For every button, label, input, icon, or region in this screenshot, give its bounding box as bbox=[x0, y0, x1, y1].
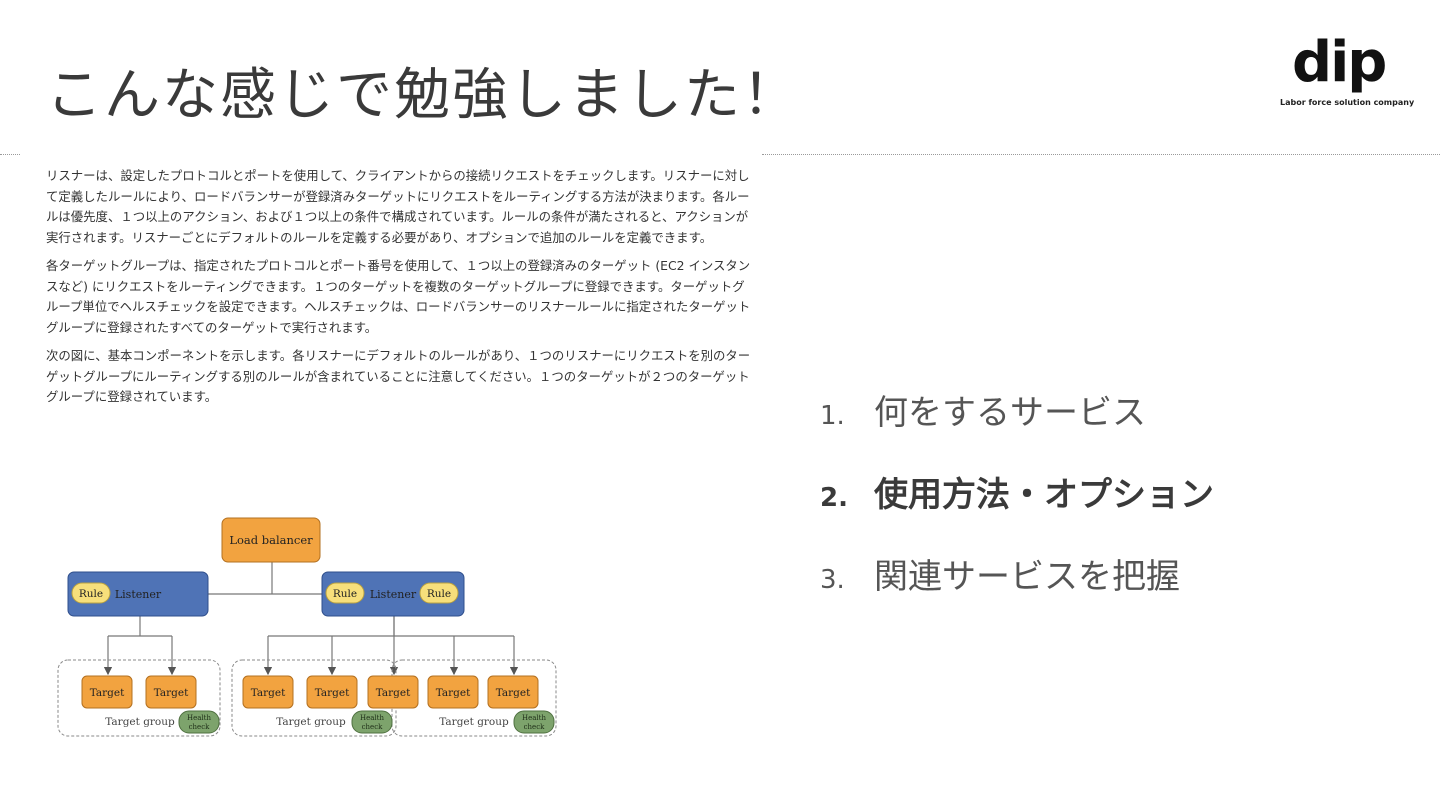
logo-tagline: Labor force solution company bbox=[1280, 98, 1415, 107]
target-group-label: Target group bbox=[105, 716, 175, 728]
svg-text:check: check bbox=[524, 723, 545, 731]
svg-text:Target: Target bbox=[315, 687, 350, 699]
target-node-shared: Target bbox=[367, 675, 419, 709]
agenda-label: 使用方法・オプション bbox=[874, 475, 1214, 515]
listener-right: Rule Listener Rule bbox=[321, 571, 465, 617]
svg-text:Health: Health bbox=[360, 714, 384, 722]
title-divider-left bbox=[0, 154, 20, 155]
svg-text:Target: Target bbox=[154, 687, 189, 699]
target-node: Target bbox=[242, 675, 294, 709]
svg-text:Target: Target bbox=[496, 687, 531, 699]
slide-title: こんな感じで勉強しました！ bbox=[46, 63, 800, 128]
target-group-3-footer: Target group Health check bbox=[439, 710, 555, 734]
agenda-item-service-overview: 1. 何をするサービス bbox=[820, 385, 1214, 467]
title-divider-right bbox=[762, 154, 1440, 155]
target-node: Target bbox=[306, 675, 358, 709]
target-node: Target bbox=[487, 675, 539, 709]
svg-text:check: check bbox=[189, 723, 210, 731]
svg-text:Target: Target bbox=[251, 687, 286, 699]
target-node: Target bbox=[145, 675, 197, 709]
company-logo: dip Labor force solution company bbox=[1278, 30, 1415, 112]
connector-lines bbox=[103, 562, 519, 676]
target-node: Target bbox=[427, 675, 479, 709]
target-node: Target bbox=[81, 675, 133, 709]
load-balancer-node: Load balancer bbox=[221, 517, 321, 563]
agenda-number: 3. bbox=[820, 565, 845, 595]
svg-text:Target: Target bbox=[436, 687, 471, 699]
agenda-label: 何をするサービス bbox=[874, 393, 1146, 433]
rule-label: Rule bbox=[79, 588, 103, 600]
target-group-label: Target group bbox=[439, 716, 509, 728]
svg-text:Target: Target bbox=[376, 687, 411, 699]
listener-label: Listener bbox=[115, 588, 162, 601]
svg-text:Health: Health bbox=[187, 714, 211, 722]
paragraph-diagram-intro: 次の図に、基本コンポーネントを示します。各リスナーにデフォルトのルールがあり、１… bbox=[46, 348, 751, 404]
documentation-excerpt: リスナーは、設定したプロトコルとポートを使用して、クライアントからの接続リクエス… bbox=[46, 166, 752, 416]
agenda-list: 1. 何をするサービス 2. 使用方法・オプション 3. 関連サービスを把握 bbox=[820, 385, 1214, 631]
alb-components-diagram: Load balancer Rule Listener Rule Listene… bbox=[57, 517, 557, 737]
svg-text:Health: Health bbox=[522, 714, 546, 722]
load-balancer-label: Load balancer bbox=[229, 533, 313, 547]
target-group-label: Target group bbox=[276, 716, 346, 728]
rule-label: Rule bbox=[427, 588, 451, 600]
paragraph-target-group: 各ターゲットグループは、指定されたプロトコルとポート番号を使用して、１つ以上の登… bbox=[46, 258, 751, 335]
target-group-frame bbox=[57, 659, 221, 737]
target-group-2-footer: Target group Health check bbox=[276, 710, 393, 734]
health-check-badge bbox=[178, 710, 220, 734]
agenda-item-related-services: 3. 関連サービスを把握 bbox=[820, 549, 1214, 631]
target-group-frame bbox=[391, 659, 557, 737]
health-check-badge bbox=[513, 710, 555, 734]
svg-text:check: check bbox=[362, 723, 383, 731]
paragraph-listener: リスナーは、設定したプロトコルとポートを使用して、クライアントからの接続リクエス… bbox=[46, 168, 750, 245]
svg-text:Target: Target bbox=[90, 687, 125, 699]
agenda-number: 2. bbox=[820, 483, 848, 513]
health-check-badge bbox=[351, 710, 393, 734]
agenda-label: 関連サービスを把握 bbox=[874, 557, 1180, 597]
rule-label: Rule bbox=[333, 588, 357, 600]
agenda-number: 1. bbox=[820, 401, 845, 431]
listener-label: Listener bbox=[370, 588, 417, 601]
listener-left: Rule Listener bbox=[67, 571, 209, 617]
agenda-item-usage-options: 2. 使用方法・オプション bbox=[820, 467, 1214, 549]
target-group-1-footer: Target group Health check bbox=[105, 710, 220, 734]
logo-wordmark: dip bbox=[1292, 30, 1387, 95]
